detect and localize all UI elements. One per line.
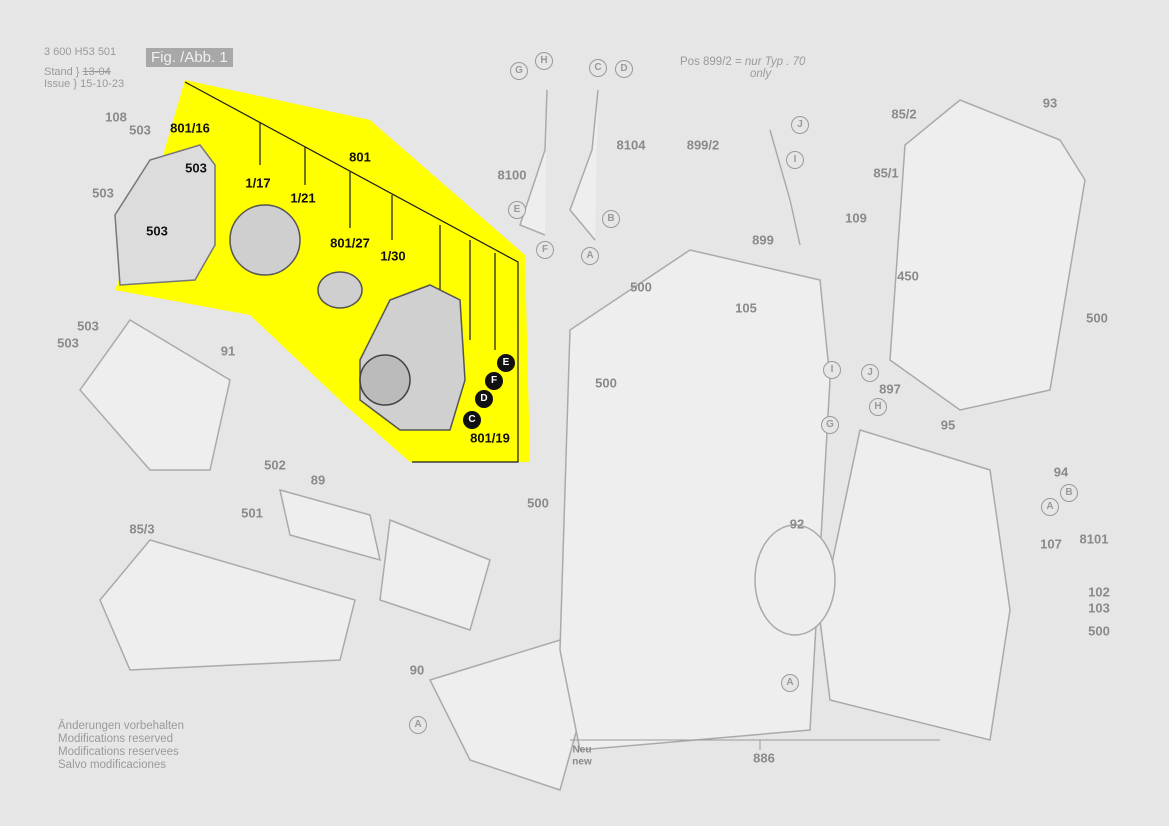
part-label: 503 bbox=[129, 122, 151, 138]
issue-label: Issue bbox=[44, 78, 71, 90]
part-label: 450 bbox=[897, 268, 919, 284]
part-label: 801/27 bbox=[330, 235, 370, 251]
part-label: 801 bbox=[349, 149, 371, 165]
marker-g: G bbox=[510, 62, 528, 80]
part-label: 801/19 bbox=[470, 430, 510, 446]
marker-b: B bbox=[602, 210, 620, 228]
revision-block: Stand } 13-04 Issue } 15-10-23 bbox=[44, 66, 125, 90]
marker-f: F bbox=[536, 241, 554, 259]
mod-en: Modifications reserved bbox=[58, 733, 174, 745]
part-label: 1/30 bbox=[380, 248, 406, 264]
part-label: 8104 bbox=[616, 137, 646, 153]
mod-de: Änderungen vorbehalten bbox=[58, 720, 184, 732]
marker-e: E bbox=[508, 201, 526, 219]
part-label: 102 bbox=[1088, 584, 1110, 600]
part-label: 899/2 bbox=[686, 137, 720, 153]
part-label: 89 bbox=[310, 472, 326, 488]
new-label: new bbox=[572, 756, 592, 768]
marker-h: H bbox=[535, 52, 553, 70]
type-note: nur Typ . 70 bbox=[744, 56, 806, 68]
part-label: 886 bbox=[753, 750, 775, 766]
part-label: 501 bbox=[241, 505, 263, 521]
mod-fr: Modifications reservees bbox=[58, 746, 179, 758]
part-label: 1/21 bbox=[290, 190, 316, 206]
doc-number: 3 600 H53 501 bbox=[44, 46, 117, 58]
marker-i: I bbox=[786, 151, 804, 169]
part-label: 500 bbox=[595, 375, 617, 391]
marker-d: D bbox=[475, 390, 493, 408]
marker-c: C bbox=[589, 59, 607, 77]
part-label: 500 bbox=[630, 279, 652, 295]
part-label: 85/3 bbox=[129, 521, 155, 537]
leader-lines-886 bbox=[570, 739, 940, 750]
marker-f: F bbox=[485, 372, 503, 390]
part-label: 500 bbox=[1086, 310, 1108, 326]
part-label: 1/17 bbox=[245, 175, 271, 191]
marker-d: D bbox=[615, 60, 633, 78]
part-label: 8101 bbox=[1079, 531, 1109, 547]
part-label: 85/1 bbox=[873, 165, 899, 181]
figure-label: Fig. /Abb. 1 bbox=[146, 48, 233, 67]
part-label: 503 bbox=[92, 185, 114, 201]
modifications-note: Änderungen vorbehalten Modifications res… bbox=[58, 720, 184, 772]
part-label: 503 bbox=[57, 335, 79, 351]
mod-es: Salvo modificaciones bbox=[58, 759, 167, 771]
part-label: 503 bbox=[185, 160, 207, 176]
part-label: 109 bbox=[845, 210, 867, 226]
part-label: 91 bbox=[220, 343, 236, 359]
part-label: 95 bbox=[940, 417, 956, 433]
marker-e: E bbox=[497, 354, 515, 372]
part-label: 105 bbox=[735, 300, 757, 316]
neu-label: Neu bbox=[572, 744, 592, 756]
part-label: 503 bbox=[146, 223, 168, 239]
part-label: 8100 bbox=[497, 167, 527, 183]
marker-a: A bbox=[1041, 498, 1059, 516]
marker-h: H bbox=[869, 398, 887, 416]
part-label: 500 bbox=[527, 495, 549, 511]
part-label: 502 bbox=[264, 457, 286, 473]
only-note: only bbox=[750, 68, 772, 80]
part-label: 92 bbox=[789, 516, 805, 532]
marker-g: G bbox=[821, 416, 839, 434]
part-label: 85/2 bbox=[891, 106, 917, 122]
part-label: 500 bbox=[1088, 623, 1110, 639]
issue-date: 15-10-23 bbox=[80, 78, 125, 90]
stand-label: Stand bbox=[44, 66, 73, 78]
leader-lines-highlight bbox=[184, 81, 519, 463]
part-label: 107 bbox=[1040, 536, 1062, 552]
part-label: 90 bbox=[409, 662, 425, 678]
old-date: 13-04 bbox=[82, 66, 111, 78]
marker-a: A bbox=[781, 674, 799, 692]
marker-a: A bbox=[581, 247, 599, 265]
marker-i: I bbox=[823, 361, 841, 379]
position-note: Pos 899/2 = nur Typ . 70 only bbox=[680, 56, 805, 80]
marker-c: C bbox=[463, 411, 481, 429]
pos-text: Pos 899/2 = bbox=[680, 56, 742, 68]
part-label: 801/16 bbox=[170, 120, 210, 136]
marker-j: J bbox=[791, 116, 809, 134]
part-label: 94 bbox=[1053, 464, 1069, 480]
marker-a: A bbox=[409, 716, 427, 734]
part-label: 897 bbox=[879, 381, 901, 397]
part-label: 899 bbox=[752, 232, 774, 248]
part-label: 103 bbox=[1088, 600, 1110, 616]
marker-j: J bbox=[861, 364, 879, 382]
part-label: 108 bbox=[105, 109, 127, 125]
part-label: 93 bbox=[1042, 95, 1058, 111]
part-outlines bbox=[79, 89, 1086, 791]
marker-b: B bbox=[1060, 484, 1078, 502]
part-label: 503 bbox=[77, 318, 99, 334]
